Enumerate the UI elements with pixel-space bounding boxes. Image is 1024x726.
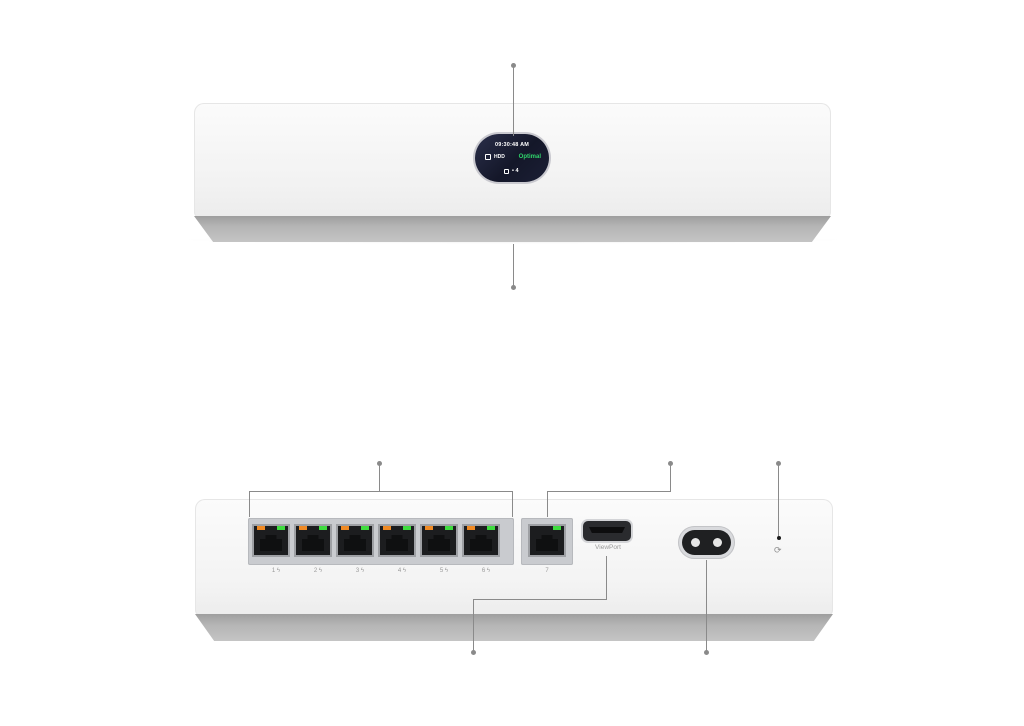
link-led-icon (445, 526, 453, 530)
poe-led-icon (467, 526, 475, 530)
link-led-icon (403, 526, 411, 530)
hdmi-port[interactable] (583, 521, 631, 541)
port-label-7: 7 (545, 568, 549, 574)
callout-line-ports (379, 463, 380, 492)
port-label-2: 2 ϟ (313, 568, 323, 574)
link-led-icon (487, 526, 495, 530)
callout-dot-hdmi (471, 650, 476, 655)
poe-led-icon (341, 526, 349, 530)
ethernet-port-2[interactable] (294, 524, 332, 557)
display-status: Optimal (518, 154, 541, 160)
ethernet-port-1[interactable] (252, 524, 290, 557)
poe-led-icon (425, 526, 433, 530)
callout-hline-hdmi (473, 599, 607, 600)
front-display: 09:30:48 AM HDD Optimal • 4 (475, 134, 549, 182)
ethernet-port-group (248, 518, 514, 565)
callout-bracket-ports (249, 491, 512, 492)
callout-dot-led (511, 285, 516, 290)
callout-bracket-left (249, 491, 250, 517)
port-number: 4 (397, 568, 402, 574)
rj45-jack-icon (428, 535, 450, 551)
poe-led-icon (257, 526, 265, 530)
port-label-5: 5 ϟ (439, 568, 449, 574)
back-device-base (195, 614, 833, 641)
power-inlet[interactable] (678, 526, 735, 559)
front-device-base (194, 216, 831, 242)
port-label-4: 4 ϟ (397, 568, 407, 574)
poe-led-icon (299, 526, 307, 530)
display-time: 09:30:48 AM (494, 142, 530, 148)
link-led-icon (553, 526, 561, 530)
reset-button[interactable] (777, 536, 781, 540)
link-led-icon (361, 526, 369, 530)
ethernet-port-4[interactable] (378, 524, 416, 557)
camera-icon (504, 169, 509, 174)
callout-line-reset (778, 463, 779, 536)
callout-line-display (513, 65, 514, 136)
callout-drop-hdmi (473, 599, 474, 652)
rj45-jack-icon (470, 535, 492, 551)
display-camera-count: • 4 (512, 168, 519, 174)
display-hdd-label: HDD (494, 154, 505, 160)
rj45-jack-icon (536, 535, 558, 551)
port-label-6: 6 ϟ (481, 568, 491, 574)
ethernet-port-group-7 (521, 518, 573, 565)
power-pin-icon (691, 538, 700, 547)
link-led-icon (277, 526, 285, 530)
rj45-jack-icon (386, 535, 408, 551)
power-pin-icon (713, 538, 722, 547)
hdd-icon (485, 154, 491, 160)
ethernet-port-3[interactable] (336, 524, 374, 557)
port-label-1: 1 ϟ (271, 568, 281, 574)
callout-hline-port7 (547, 491, 671, 492)
callout-line-hdmi (606, 556, 607, 599)
reset-icon: ⟳ (774, 545, 782, 555)
callout-drop-port7 (547, 491, 548, 517)
callout-line-port7 (670, 463, 671, 492)
poe-led-icon (383, 526, 391, 530)
ethernet-port-6[interactable] (462, 524, 500, 557)
port-label-3: 3 ϟ (355, 568, 365, 574)
callout-dot-power (704, 650, 709, 655)
port-number: 3 (355, 568, 360, 574)
port-number: 5 (439, 568, 444, 574)
rj45-jack-icon (260, 535, 282, 551)
rj45-jack-icon (344, 535, 366, 551)
ethernet-port-7[interactable] (528, 524, 566, 557)
port-number: 2 (313, 568, 318, 574)
callout-bracket-right (512, 491, 513, 517)
callout-line-led (513, 244, 514, 287)
link-led-icon (319, 526, 327, 530)
port-number: 6 (481, 568, 486, 574)
ethernet-port-5[interactable] (420, 524, 458, 557)
callout-line-power (706, 560, 707, 652)
power-socket-icon (682, 530, 731, 555)
hdmi-label: ViewPort (595, 544, 621, 551)
rj45-jack-icon (302, 535, 324, 551)
port-number: 1 (271, 568, 276, 574)
